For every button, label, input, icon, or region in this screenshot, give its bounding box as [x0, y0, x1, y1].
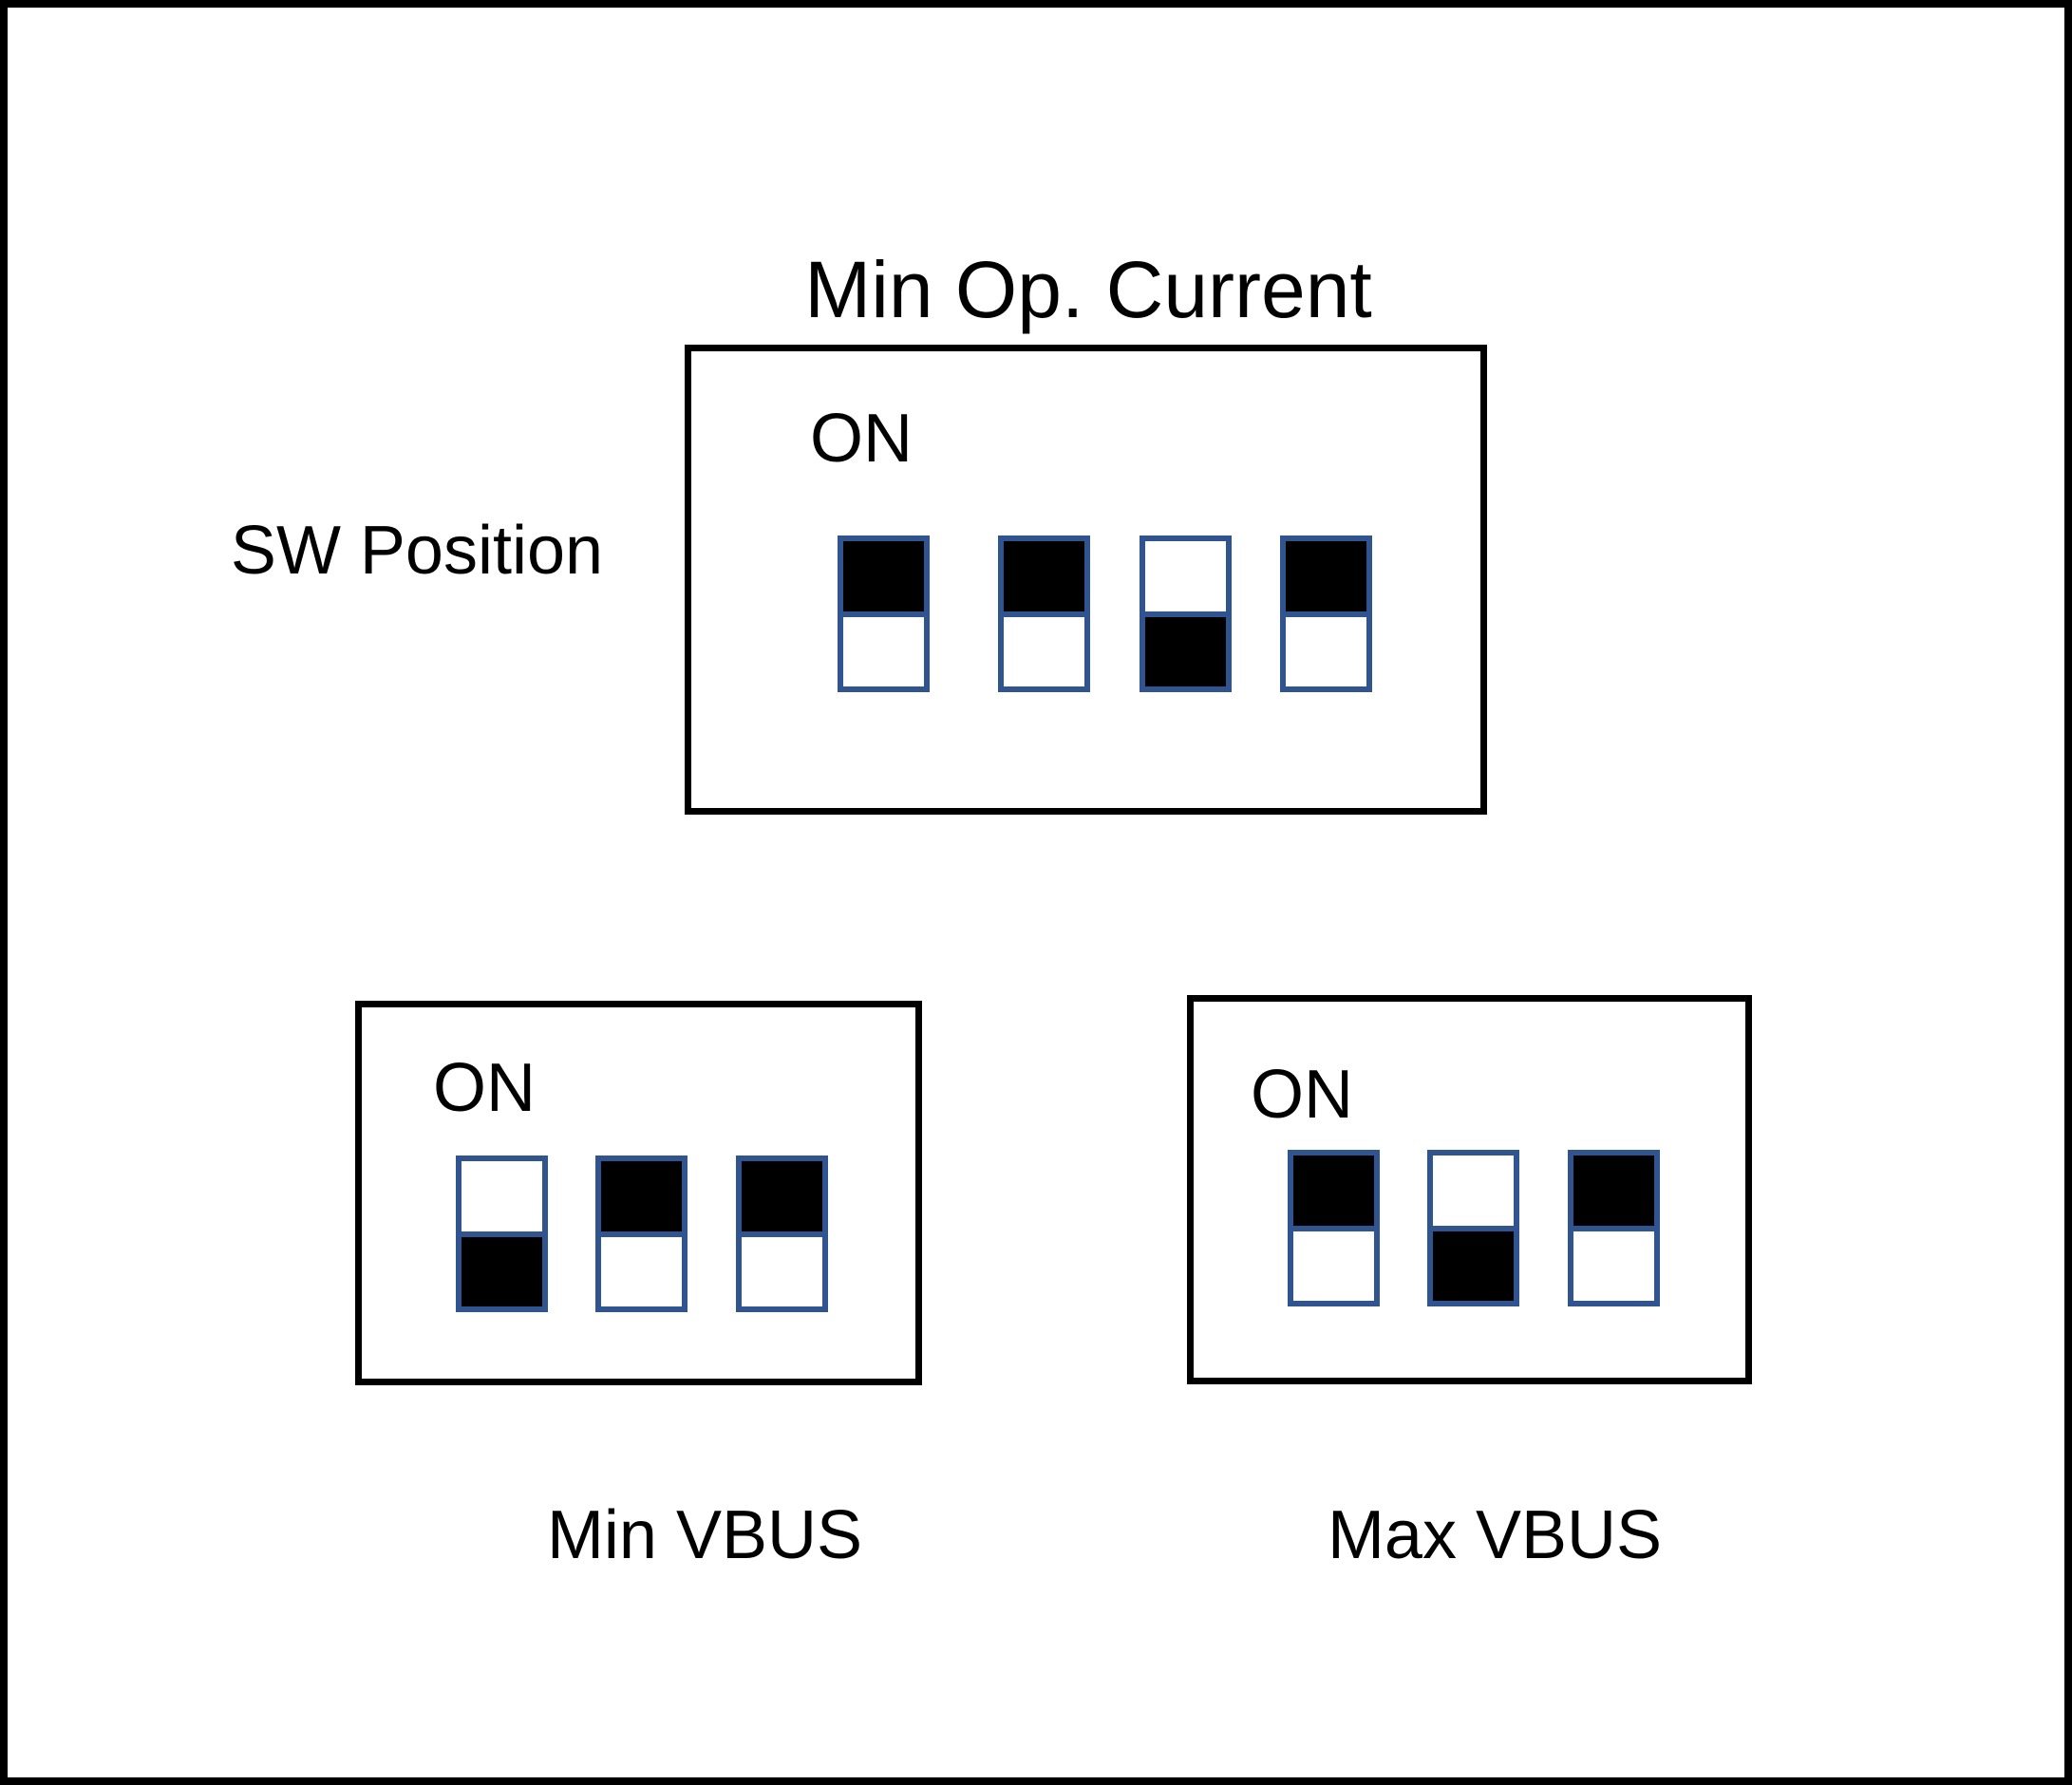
- sw-position-label: SW Position: [230, 513, 604, 589]
- dip-switch: [1427, 1150, 1519, 1306]
- switch-on-cell: [742, 1161, 822, 1237]
- switch-on-cell: [1004, 541, 1084, 617]
- dip-switch: [595, 1156, 688, 1312]
- switch-off-cell: [843, 617, 924, 687]
- min-op-current-panel: ON: [685, 345, 1487, 815]
- min-vbus-panel: ON: [355, 1001, 922, 1385]
- dip-switch: [1280, 536, 1372, 692]
- switch-on-cell: [601, 1161, 682, 1237]
- switch-on-cell: [461, 1161, 542, 1237]
- switch-on-cell: [1433, 1156, 1514, 1231]
- switch-off-cell: [1573, 1231, 1654, 1302]
- dip-switch: [998, 536, 1090, 692]
- switch-off-cell: [601, 1237, 682, 1307]
- switch-on-cell: [1293, 1156, 1374, 1231]
- min-vbus-caption: Min VBUS: [546, 1497, 863, 1573]
- switch-off-cell: [1433, 1231, 1514, 1301]
- switch-off-cell: [742, 1237, 822, 1307]
- max-vbus-panel: ON: [1187, 995, 1752, 1384]
- on-label: ON: [433, 1050, 536, 1126]
- figure-title: Min Op. Current: [804, 245, 1372, 334]
- dip-switch: [1288, 1150, 1380, 1306]
- switch-on-cell: [1573, 1156, 1654, 1231]
- switch-off-cell: [461, 1236, 542, 1306]
- switch-off-cell: [1286, 617, 1366, 687]
- switch-off-cell: [1145, 616, 1226, 686]
- dip-switch: [456, 1156, 548, 1312]
- on-label: ON: [810, 401, 913, 477]
- dip-switch: [1140, 536, 1232, 692]
- on-label: ON: [1251, 1057, 1353, 1133]
- dip-switch: [838, 536, 930, 692]
- switch-on-cell: [1286, 541, 1366, 617]
- dip-switch: [1568, 1150, 1660, 1306]
- max-vbus-caption: Max VBUS: [1327, 1497, 1663, 1573]
- switch-off-cell: [1004, 617, 1084, 687]
- switch-on-cell: [843, 541, 924, 617]
- dip-switch: [736, 1156, 828, 1312]
- switch-on-cell: [1145, 541, 1226, 617]
- switch-off-cell: [1293, 1231, 1374, 1302]
